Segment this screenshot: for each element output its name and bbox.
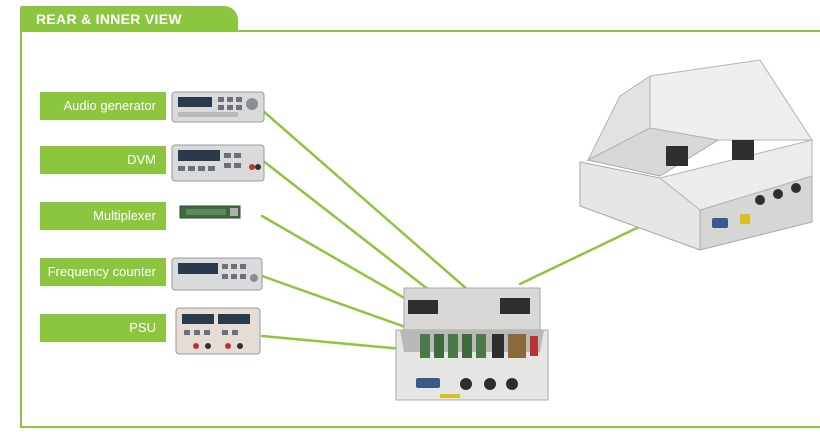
psu-icon bbox=[175, 307, 261, 355]
audio-generator-icon bbox=[171, 91, 265, 123]
section-title-tab: REAR & INNER VIEW bbox=[20, 6, 238, 32]
label-multiplexer: Multiplexer bbox=[40, 202, 166, 230]
housing-rear-view bbox=[579, 59, 813, 251]
label-audio-generator: Audio generator bbox=[40, 92, 166, 120]
frequency-counter-icon bbox=[171, 257, 263, 291]
label-psu: PSU bbox=[40, 314, 166, 342]
label-frequency-counter: Frequency counter bbox=[40, 258, 166, 286]
connector-audio-generator bbox=[260, 108, 502, 320]
content-frame bbox=[20, 30, 820, 428]
dvm-icon bbox=[171, 144, 265, 182]
multiplexer-icon bbox=[179, 205, 241, 219]
label-dvm: DVM bbox=[40, 146, 166, 174]
internal-boards bbox=[420, 334, 538, 358]
inner-view-box bbox=[395, 287, 549, 401]
